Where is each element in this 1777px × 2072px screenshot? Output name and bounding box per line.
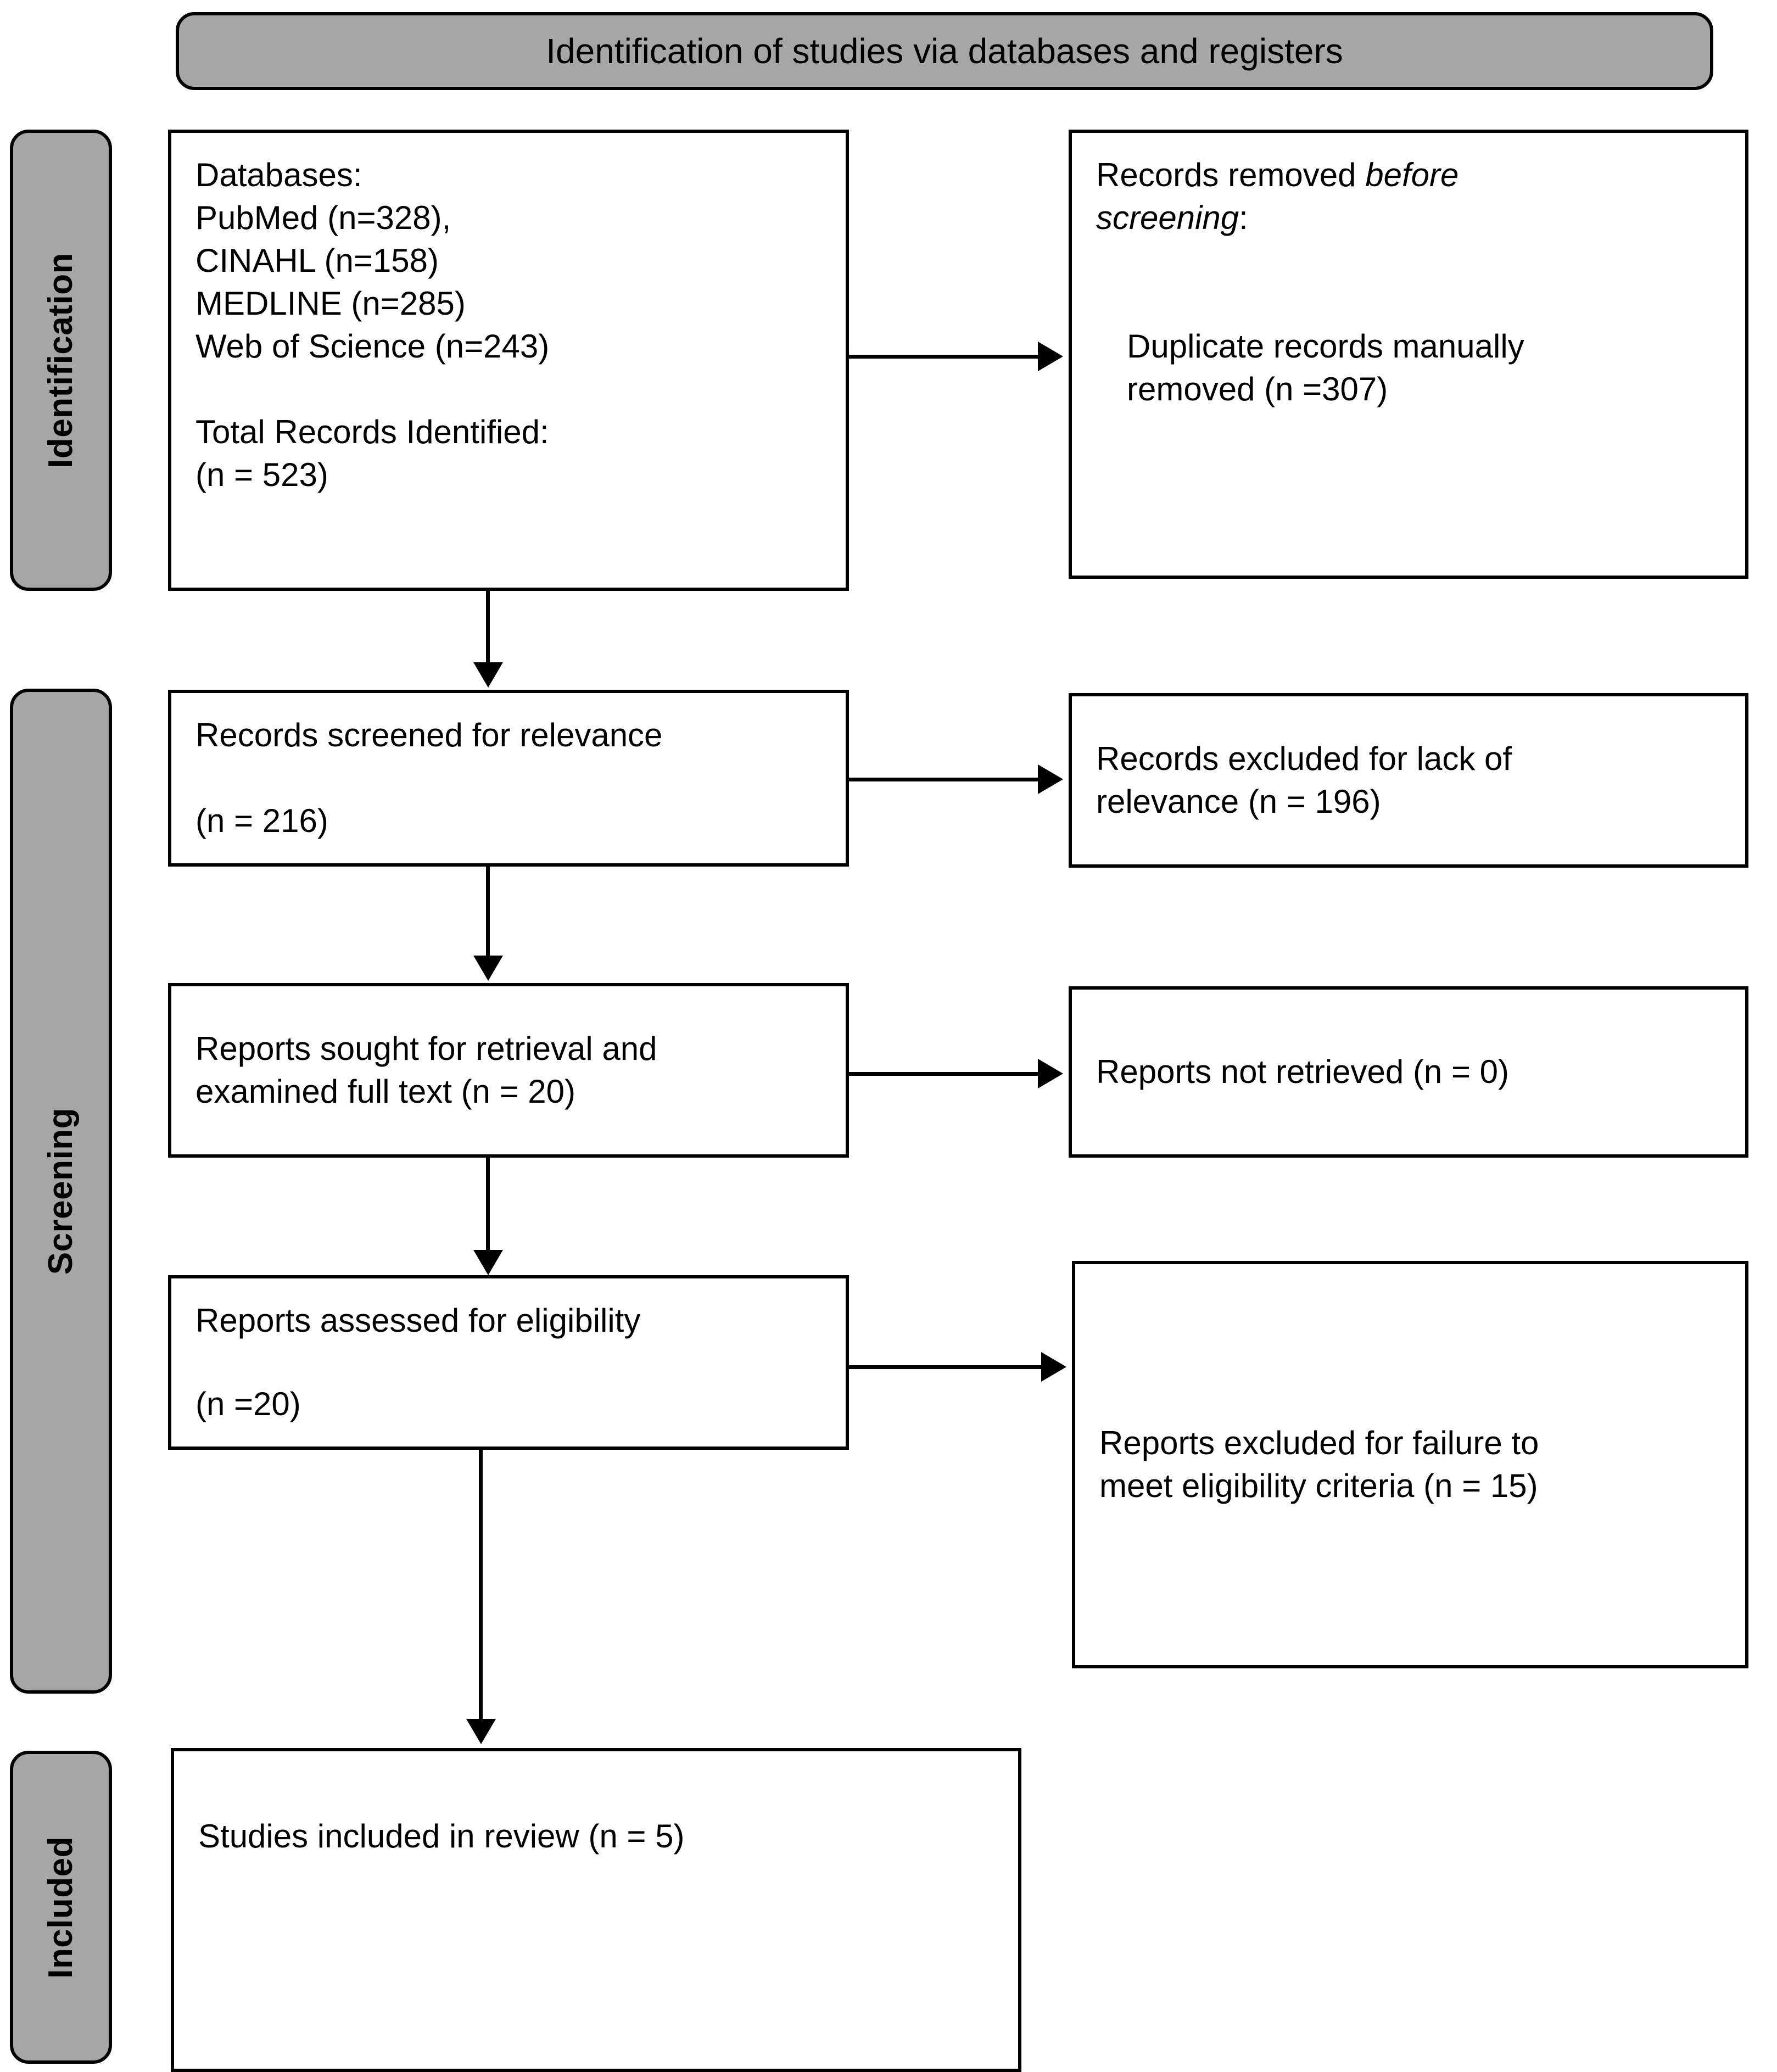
arrow-identified-to-removed xyxy=(1038,342,1063,371)
records-removed-heading-plain: Records removed xyxy=(1096,157,1366,193)
blank-line xyxy=(1096,282,1721,325)
reports-excluded-line-2: meet eligibility criteria (n = 15) xyxy=(1099,1467,1538,1504)
diagram-banner: Identification of studies via databases … xyxy=(176,12,1713,90)
connector-sought-to-assessed xyxy=(486,1158,490,1255)
records-screened-line-1: Records screened for relevance xyxy=(195,717,663,753)
records-removed-heading-italic-screening: screening xyxy=(1096,199,1239,236)
arrow-identified-to-screened xyxy=(473,662,503,688)
arrow-sought-to-assessed xyxy=(473,1250,503,1275)
connector-sought-to-not-retrieved xyxy=(849,1072,1042,1076)
records-removed-heading-italic-before: before xyxy=(1365,157,1459,193)
blank-line xyxy=(198,1772,994,1815)
records-excluded-line-2: relevance (n = 196) xyxy=(1096,783,1381,820)
arrow-assessed-to-included xyxy=(466,1719,496,1744)
blank-line xyxy=(1096,239,1721,282)
reports-sought-line-2: examined full text (n = 20) xyxy=(195,1073,576,1110)
studies-included-line-1: Studies included in review (n = 5) xyxy=(198,1818,685,1855)
blank-line xyxy=(195,368,822,411)
phase-included-label: Included xyxy=(42,1836,80,1979)
banner-title: Identification of studies via databases … xyxy=(546,31,1343,71)
phase-screening-label: Screening xyxy=(42,1107,80,1275)
duplicates-removed-line-1: Duplicate records manually xyxy=(1127,328,1524,365)
arrow-screened-to-sought xyxy=(473,956,503,981)
box-reports-assessed: Reports assessed for eligibility (n =20) xyxy=(168,1275,849,1450)
databases-heading: Databases: xyxy=(195,157,362,193)
reports-not-retrieved-line-1: Reports not retrieved (n = 0) xyxy=(1096,1053,1510,1090)
reports-assessed-line-1: Reports assessed for eligibility xyxy=(195,1302,641,1339)
reports-sought-line-1: Reports sought for retrieval and xyxy=(195,1030,657,1067)
database-source-pubmed: PubMed (n=328), xyxy=(195,199,451,236)
records-removed-heading-colon: : xyxy=(1239,199,1248,236)
database-source-medline: MEDLINE (n=285) xyxy=(195,285,466,322)
total-records-count: (n = 523) xyxy=(195,456,328,493)
phase-identification-label: Identification xyxy=(42,252,80,468)
box-records-excluded: Records excluded for lack of relevance (… xyxy=(1069,693,1748,868)
reports-assessed-line-2: (n =20) xyxy=(195,1386,301,1422)
connector-assessed-to-included xyxy=(479,1450,483,1724)
records-removed-heading-second: screening: xyxy=(1096,197,1721,239)
blank-line xyxy=(195,757,822,800)
box-reports-excluded: Reports excluded for failure to meet eli… xyxy=(1072,1261,1748,1668)
duplicates-removed-line-2: removed (n =307) xyxy=(1127,371,1388,407)
phase-identification: Identification xyxy=(10,130,112,591)
connector-screened-to-sought xyxy=(486,867,490,961)
database-source-cinahl: CINAHL (n=158) xyxy=(195,242,439,279)
box-reports-not-retrieved: Reports not retrieved (n = 0) xyxy=(1069,986,1748,1158)
box-records-removed: Records removed before screening: Duplic… xyxy=(1069,130,1748,579)
records-excluded-line-1: Records excluded for lack of xyxy=(1096,740,1512,777)
database-source-web-of-science: Web of Science (n=243) xyxy=(195,328,550,365)
connector-identified-to-removed xyxy=(849,355,1042,359)
arrow-assessed-to-excluded xyxy=(1041,1352,1066,1382)
connector-assessed-to-excluded xyxy=(849,1365,1046,1369)
total-records-label: Total Records Identified: xyxy=(195,414,549,450)
blank-line xyxy=(195,1342,822,1383)
phase-included: Included xyxy=(10,1751,112,2064)
connector-screened-to-excluded xyxy=(849,778,1042,781)
arrow-screened-to-excluded xyxy=(1038,764,1063,794)
records-removed-heading: Records removed before xyxy=(1096,154,1721,197)
reports-excluded-line-1: Reports excluded for failure to xyxy=(1099,1425,1539,1461)
records-screened-line-2: (n = 216) xyxy=(195,802,328,839)
connector-identified-to-screened xyxy=(486,591,490,668)
arrow-sought-to-not-retrieved xyxy=(1038,1059,1063,1088)
box-reports-sought: Reports sought for retrieval and examine… xyxy=(168,983,849,1158)
box-records-identified: Databases: PubMed (n=328), CINAHL (n=158… xyxy=(168,130,849,591)
box-studies-included: Studies included in review (n = 5) xyxy=(171,1748,1021,2072)
box-records-screened: Records screened for relevance (n = 216) xyxy=(168,690,849,867)
phase-screening: Screening xyxy=(10,689,112,1694)
